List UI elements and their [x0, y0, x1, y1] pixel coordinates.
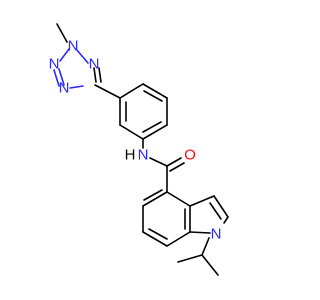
bond-phenyl-5: [119, 124, 144, 140]
atom-label-layer: N N N N N H O N: [49, 38, 222, 243]
bond-nin-ch: [201, 237, 210, 256]
bond-indole-p3: [223, 216, 229, 224]
bond-tetrazole-n1-n2: [59, 48, 70, 62]
bond-tetrazole-n1-n4: [58, 68, 65, 86]
bond-phenyl-2-inner: [143, 90, 163, 102]
bond-indole-b1-inner: [143, 189, 163, 201]
atom-tetrazole-n4: N: [59, 80, 70, 97]
bond-indole-p4: [189, 231, 211, 234]
bond-nh-carbonyl: [149, 157, 168, 167]
atom-carbonyl-o: O: [184, 147, 196, 164]
bond-methyl: [56, 23, 68, 43]
bond-carbonyl-o-inner: [169, 162, 185, 172]
bond-ch-me2: [177, 254, 203, 263]
bond-ch-me1: [201, 254, 219, 276]
atom-amide-h: H: [125, 147, 136, 164]
bond-phenyl-4: [142, 124, 168, 140]
bond-c5-phenyl: [94, 84, 121, 99]
bond-indole-b6: [166, 191, 191, 207]
bond-indole-b3-inner: [148, 228, 168, 240]
bond-tetrazole-n4-c5: [69, 85, 84, 89]
bond-indole-b3: [142, 231, 168, 247]
bond-phenyl-1: [119, 83, 144, 99]
bond-indole-p1: [189, 195, 215, 207]
atom-amide-n: N: [138, 147, 149, 164]
bond-phenyl-2: [142, 83, 168, 99]
bond-tetrazole-c5-n3: [93, 67, 97, 83]
bond-tetrazole-n1-n4-inner: [53, 69, 60, 87]
atom-indole-n: N: [211, 226, 222, 243]
molecule-structure-canvas: N N N N N H O N: [49, 23, 229, 276]
bond-indole-p2-inner: [209, 202, 222, 220]
bond-carbonyl-o: [166, 157, 182, 167]
bond-indole-b4: [166, 231, 191, 247]
bond-indole-b1: [142, 191, 168, 207]
atom-tetrazole-n2: N: [68, 38, 79, 55]
bond-tetrazole-n2-n3: [75, 48, 89, 64]
bond-tetrazole-c5-n3-inner: [98, 67, 102, 83]
atom-tetrazole-n3: N: [89, 56, 100, 73]
atom-tetrazole-n1: N: [49, 56, 60, 73]
bond-layer: [53, 23, 229, 276]
bond-phenyl-4-inner: [142, 121, 162, 133]
bond-indole-p2: [213, 195, 229, 218]
